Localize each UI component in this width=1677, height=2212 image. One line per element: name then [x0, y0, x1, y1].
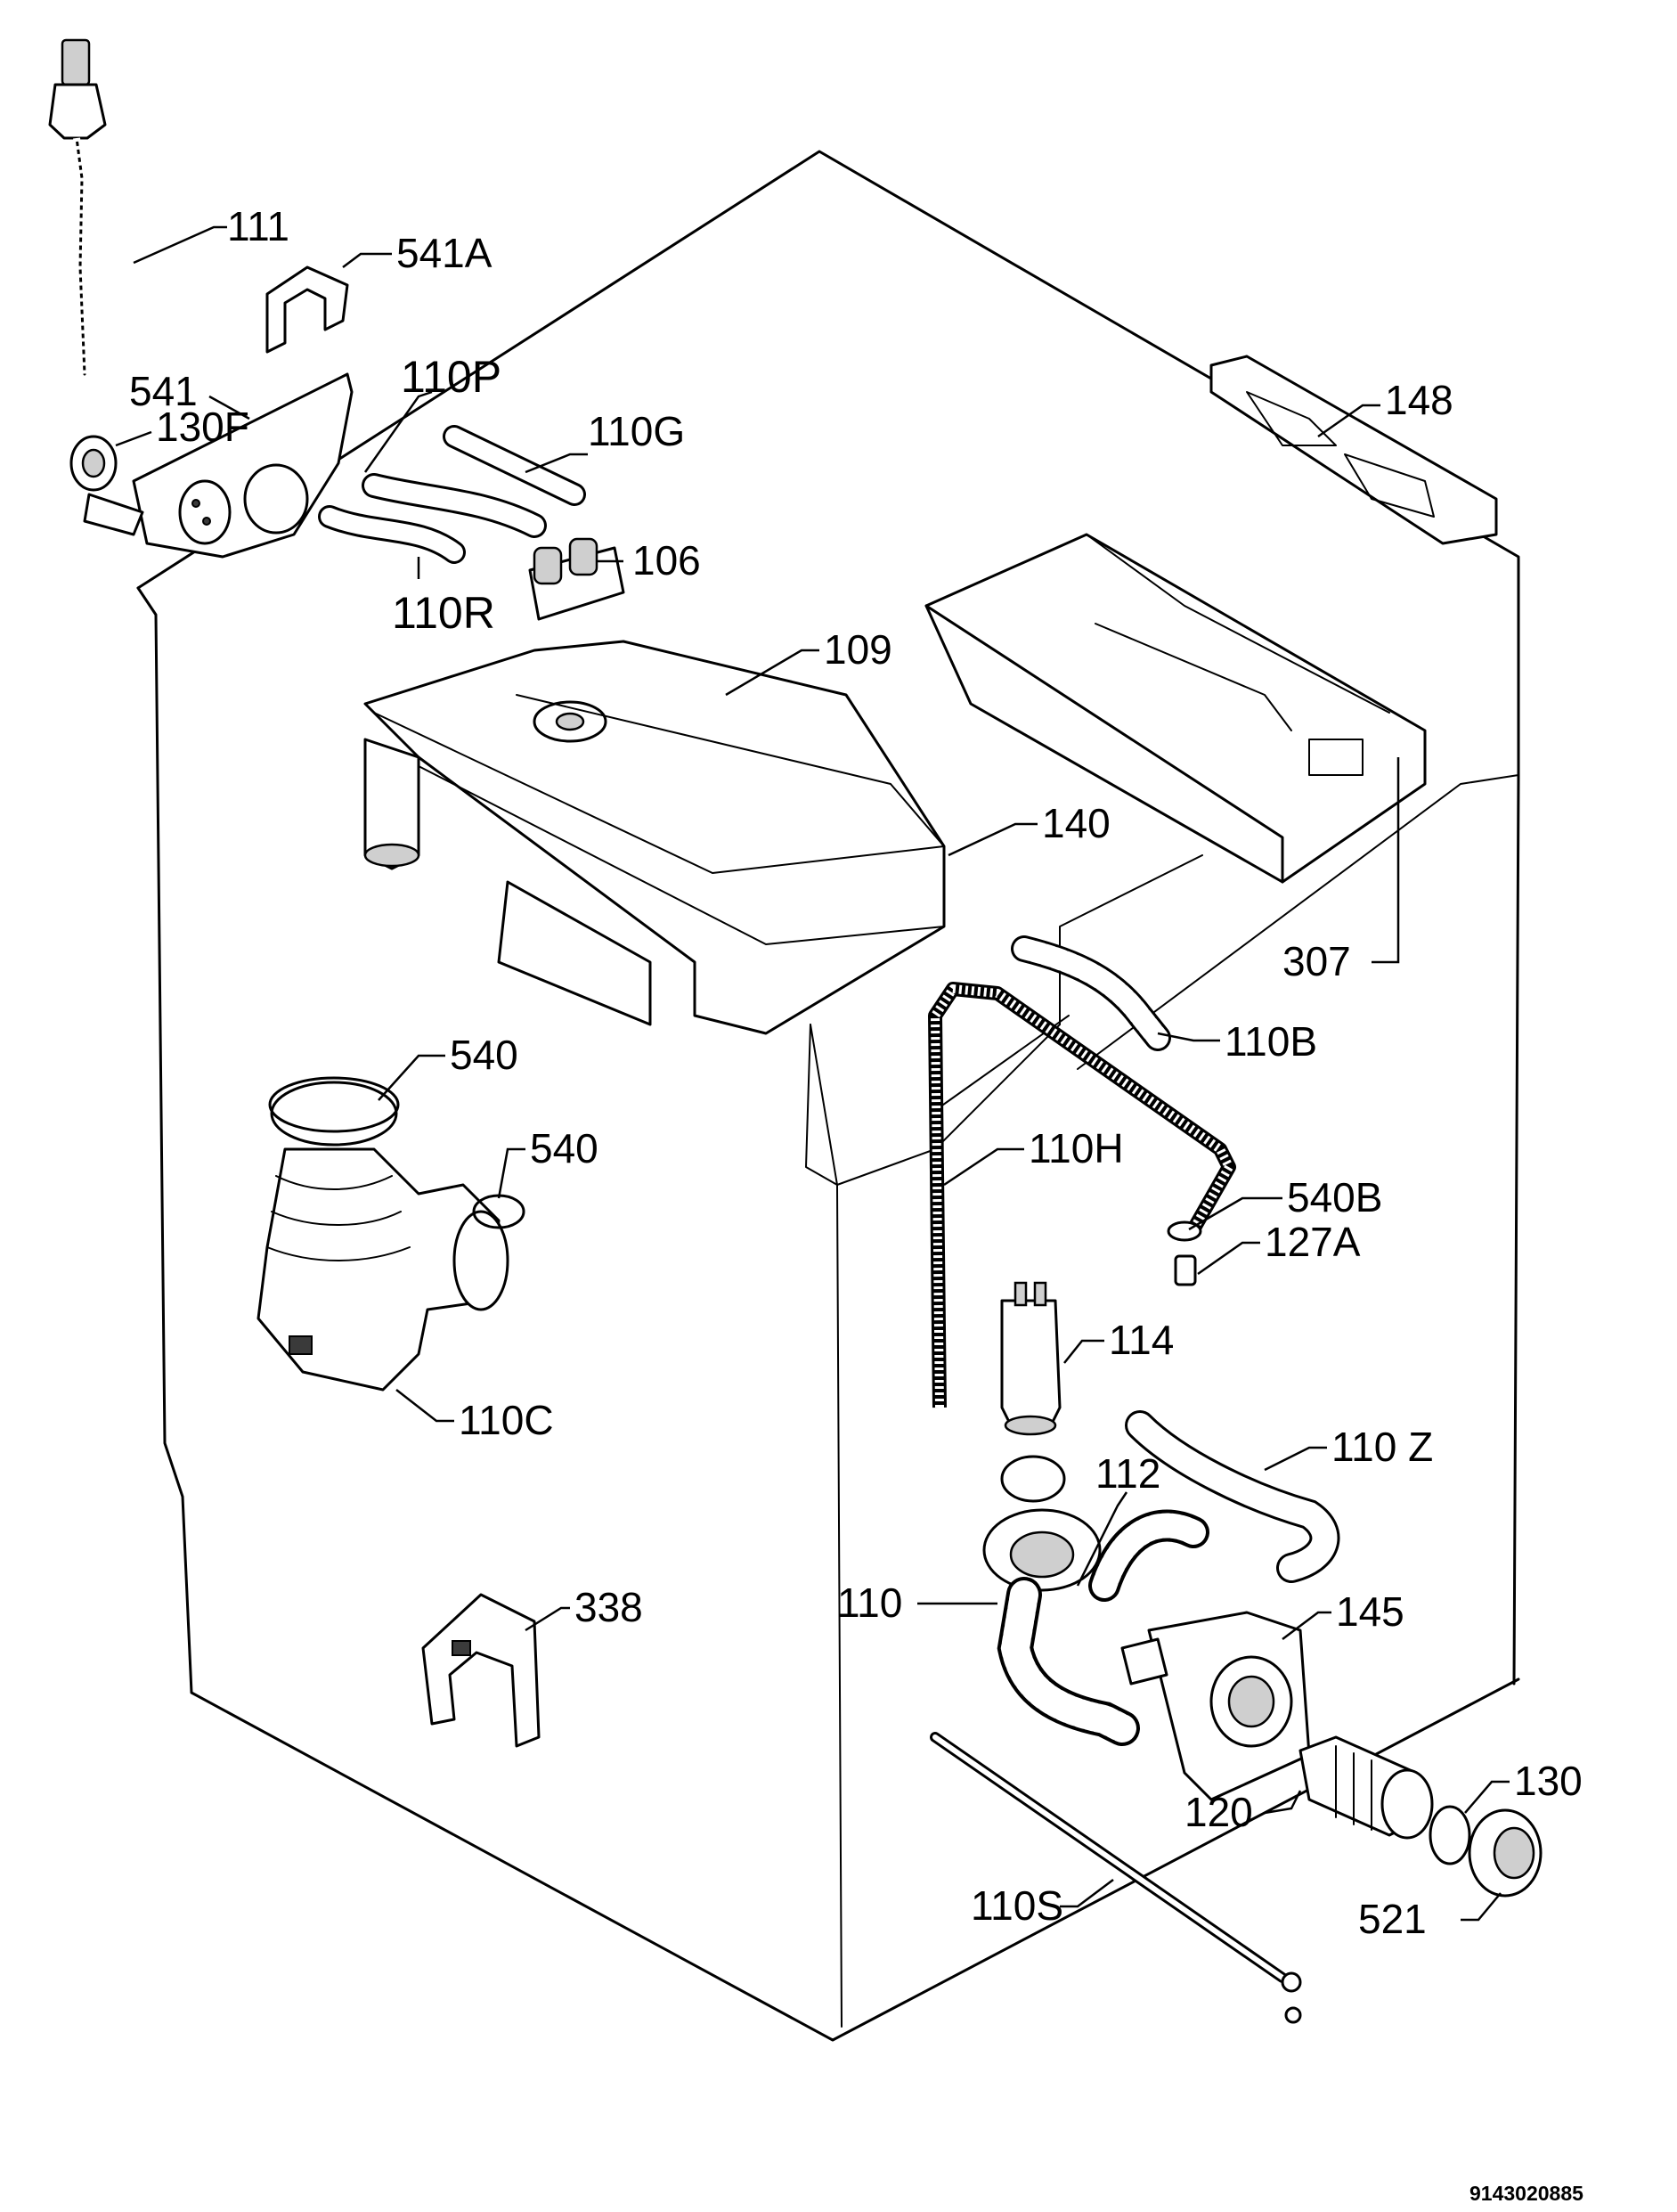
callout-114: 114	[1109, 1317, 1174, 1363]
document-code: 9143020885	[1469, 2182, 1583, 2205]
clip-338	[421, 1593, 541, 1748]
callout-110g: 110G	[588, 408, 685, 454]
callout-540-upper: 540	[450, 1032, 518, 1078]
drain-pump-145	[1120, 1611, 1311, 1801]
callout-338: 338	[574, 1584, 643, 1630]
hose-110	[982, 1455, 1140, 1746]
callout-540b: 540B	[1287, 1174, 1382, 1220]
callout-541a: 541A	[396, 230, 493, 276]
supply-hose-111	[48, 38, 107, 376]
dispenser-lid-140	[516, 694, 945, 847]
detergent-drawer-307	[924, 533, 1427, 884]
callout-130f: 130F	[156, 404, 249, 450]
callout-541: 541	[129, 368, 198, 414]
callout-labels: 111 541A 541 130F 110P 110G 148 106 110R…	[129, 203, 1583, 1942]
hose-110h	[928, 982, 1236, 1408]
callout-110s: 110S	[971, 1882, 1063, 1929]
pressure-chamber-114	[1000, 1281, 1062, 1436]
callout-110p: 110P	[401, 352, 501, 402]
clip-541a	[265, 265, 349, 354]
hose-110g	[443, 425, 586, 506]
seal-130	[1429, 1805, 1471, 1865]
callout-148: 148	[1385, 377, 1453, 423]
callout-106: 106	[632, 537, 701, 584]
callout-110: 110	[837, 1579, 902, 1626]
dispenser-assembly-109	[363, 640, 946, 1035]
callout-127a: 127A	[1265, 1219, 1361, 1265]
callout-540-lower: 540	[530, 1125, 598, 1171]
callout-111: 111	[227, 203, 289, 249]
callout-521: 521	[1358, 1896, 1427, 1942]
callout-110h: 110H	[1029, 1125, 1124, 1171]
nozzle-130f	[69, 435, 144, 536]
callout-112: 112	[1095, 1450, 1160, 1497]
callout-109: 109	[824, 626, 892, 673]
cabinet-outline	[136, 150, 1520, 2042]
drawer-handle-148	[1209, 355, 1498, 545]
callout-110b: 110B	[1225, 1018, 1317, 1065]
callout-110c: 110C	[459, 1397, 554, 1443]
valve-106	[528, 537, 625, 621]
callout-145: 145	[1336, 1588, 1404, 1635]
callout-130: 130	[1514, 1758, 1583, 1804]
leader-lines	[115, 225, 1510, 1922]
bracket-541	[132, 372, 354, 559]
callout-120: 120	[1184, 1789, 1253, 1835]
sump-hose-110c	[256, 1081, 509, 1392]
hose-110z	[1125, 1410, 1340, 1583]
fitting-127a	[1174, 1254, 1197, 1286]
filter-120	[1298, 1735, 1434, 1840]
hose-110b	[1011, 935, 1171, 1051]
emergency-drain-110s	[930, 1732, 1302, 2024]
filter-cap-521	[1468, 1808, 1543, 1898]
callout-110r: 110R	[392, 588, 495, 638]
callout-140: 140	[1042, 800, 1111, 846]
hose-112	[1088, 1509, 1209, 1602]
callout-307: 307	[1282, 938, 1351, 984]
clamp-540-upper	[268, 1076, 400, 1133]
callout-110z: 110 Z	[1331, 1424, 1433, 1470]
hose-110p	[362, 473, 547, 538]
hose-110r	[318, 505, 466, 564]
